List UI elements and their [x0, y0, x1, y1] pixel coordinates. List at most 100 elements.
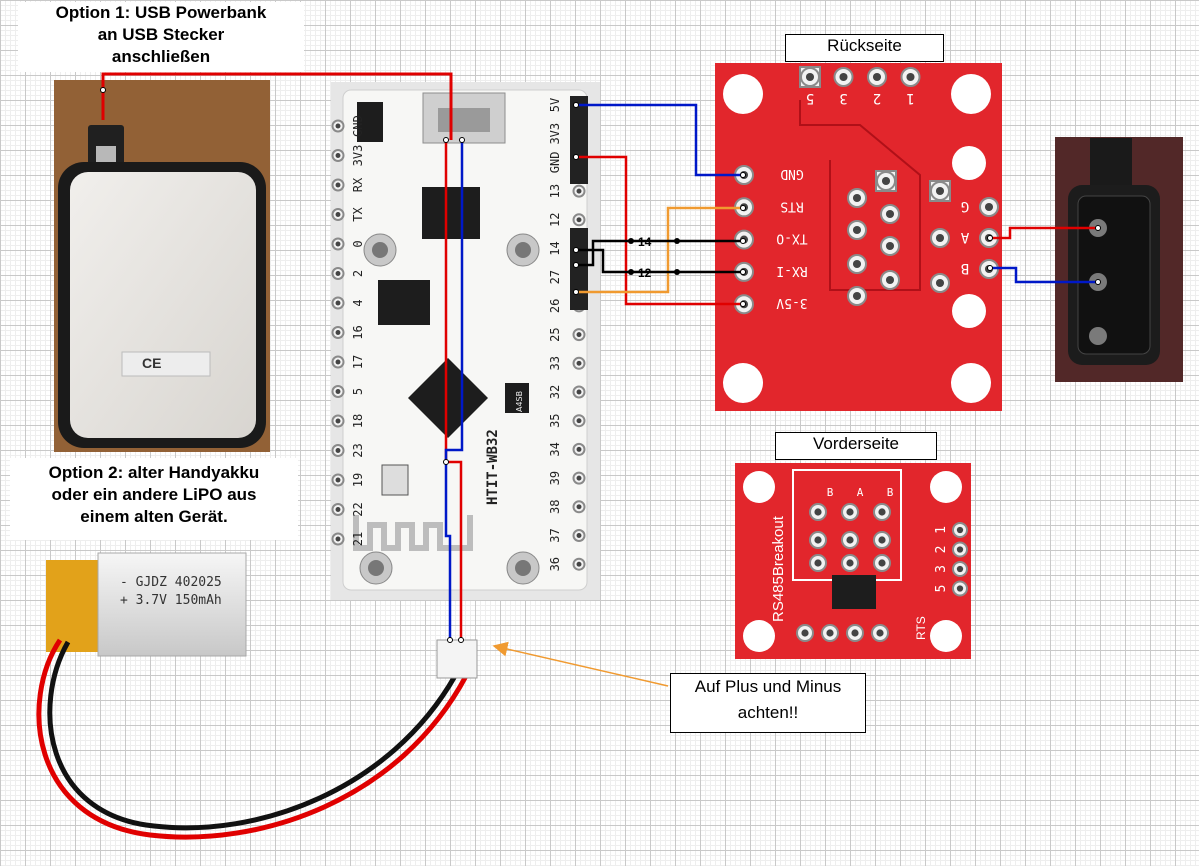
back-left-label: 3-5V	[776, 295, 807, 310]
mount-hole	[952, 146, 986, 180]
back-top-label: 3	[839, 90, 847, 106]
mount-hole	[951, 363, 991, 403]
mount-hole	[723, 74, 763, 114]
wire-endpoint	[458, 637, 464, 643]
b-wire	[990, 266, 1098, 284]
battery-black-lead	[47, 640, 458, 831]
wire-label-14: 14	[638, 235, 652, 249]
a-wire	[990, 226, 1098, 240]
usb-chip	[422, 187, 480, 239]
rueckseite-label: Rückseite	[785, 34, 944, 62]
option1-background	[18, 2, 304, 72]
rx-wire	[576, 248, 743, 274]
esp-right-pin-label: 35	[548, 413, 562, 427]
back-top-label: 5	[806, 90, 814, 106]
wire-endpoint	[740, 269, 746, 275]
back-left-label: GND	[780, 166, 804, 181]
esp-right-pin-label: 13	[548, 184, 562, 198]
esp-right-pin-label: 12	[548, 213, 562, 227]
back-right-label: A	[960, 229, 969, 245]
esp-left-pin-label: 23	[351, 443, 365, 457]
option1-line3: anschließen	[111, 47, 211, 66]
connector-pin	[1089, 327, 1107, 345]
esp-left-pin-label: TX	[351, 207, 365, 222]
back-left-label: RX-I	[776, 263, 807, 278]
option1-line2: an USB Stecker	[97, 25, 225, 44]
esp-right-pin-label: 32	[548, 385, 562, 399]
gnd-wire	[576, 103, 743, 177]
wire-label-12: 12	[638, 266, 652, 280]
esp-left-pin-label: 2	[351, 270, 365, 277]
polarity-note: Auf Plus und Minus achten!!	[670, 673, 866, 733]
header-block-top	[570, 96, 588, 184]
front-top-label: B	[827, 486, 834, 499]
back-left-label: TX-O	[776, 231, 807, 246]
option2-line3: einem alten Gerät.	[80, 507, 228, 526]
back-top-label: 1	[906, 90, 914, 106]
esp-left-pin-label: 16	[351, 325, 365, 339]
wire-endpoint	[987, 265, 993, 271]
esp-left-pin-label: 19	[351, 473, 365, 487]
option1-caption: Option 1: USB Powerbank an USB Stecker a…	[18, 2, 304, 68]
mount-hole	[723, 363, 763, 403]
front-right-label: 2	[934, 546, 949, 554]
back-right-label: G	[961, 198, 969, 214]
wire-endpoint	[740, 205, 746, 211]
esp-right-pin-label: 3V3	[548, 123, 562, 145]
esp-left-pin-label: 5	[351, 388, 365, 395]
wires: 14 12	[101, 72, 1098, 687]
esp-right-pin-label: 34	[548, 442, 562, 456]
vorderseite-label: Vorderseite	[775, 432, 937, 460]
mount-hole	[930, 620, 962, 652]
esp-right-pin-label: 27	[548, 270, 562, 284]
esp-right-pin-label: 26	[548, 299, 562, 313]
esp-left-pin-label: RX	[351, 177, 365, 192]
powerbank-photo	[54, 80, 270, 452]
wire-endpoint	[740, 301, 746, 307]
mount-hole	[743, 620, 775, 652]
wire-endpoint	[1095, 225, 1101, 231]
battery-line2: + 3.7V 150mAh	[120, 593, 222, 608]
connector-photo	[1055, 137, 1183, 382]
wire-endpoint	[740, 238, 746, 244]
antenna-trace	[353, 515, 473, 551]
esp-left-pin-label: 0	[351, 240, 365, 247]
esp-right-pin-label: 38	[548, 500, 562, 514]
note-line2: achten!!	[737, 703, 799, 722]
esp-left-pin-label: 4	[351, 299, 365, 306]
wire-endpoint	[443, 137, 449, 143]
esp-right-pin-label: GND	[548, 152, 562, 174]
esp-left-pin-label: 22	[351, 502, 365, 516]
front-top-label: A	[857, 486, 864, 499]
back-right-label: B	[961, 260, 969, 276]
wire-endpoint	[573, 289, 579, 295]
esp-right-pin-label: 14	[548, 241, 562, 255]
battery-red-lead	[36, 638, 469, 840]
note-arrow	[492, 641, 669, 687]
wire-endpoint	[443, 459, 449, 465]
header-block-mid	[570, 228, 588, 310]
mount-hole	[930, 471, 962, 503]
vcc-wire	[576, 155, 743, 306]
battery-cell	[97, 552, 247, 657]
usb-red-wire	[101, 72, 453, 140]
front-title: RS485Breakout	[770, 515, 787, 622]
option2-line1: Option 2: alter Handyakku	[48, 463, 260, 482]
back-top-label: 2	[873, 90, 881, 106]
product-label	[121, 351, 211, 377]
esp-left-pin-label: 21	[351, 532, 365, 546]
option2-line2: oder ein andere LiPO aus	[51, 485, 257, 504]
rts-wire	[576, 206, 743, 294]
esp32-board: HTIT-WB32 A4SB GND3V3RXTX024161751823192…	[331, 82, 600, 600]
front-right-label: 5	[934, 585, 949, 593]
option2-caption: Option 2: alter Handyakku oder ein ander…	[10, 462, 298, 528]
wire-endpoint	[987, 235, 993, 241]
ce-mark: CE	[142, 355, 162, 371]
wire-endpoint	[573, 262, 579, 268]
esp-left-pin-label: 17	[351, 355, 365, 369]
esp-left-pin-label: GND	[351, 115, 365, 137]
wire-endpoints	[100, 87, 1101, 643]
wire-endpoint	[100, 87, 106, 93]
